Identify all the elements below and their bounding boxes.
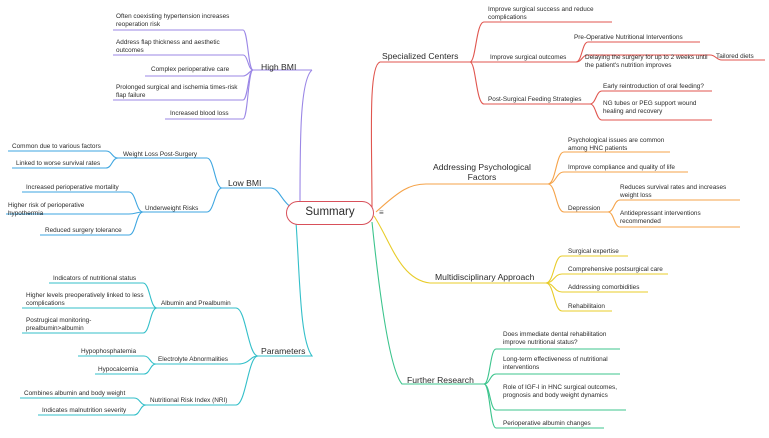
psych-branch [375,151,740,228]
notes-icon[interactable]: ≡ [379,208,384,217]
weight-loss-label[interactable]: Weight Loss Post-Surgery [123,151,198,158]
low-bmi-branch [6,150,293,236]
psych-item[interactable]: Improve compliance and quality of life [568,164,675,171]
psych-item[interactable]: Psychological issues are common among HN… [568,137,665,152]
feeding-item[interactable]: NG tubes or PEG support wound healing an… [603,100,697,115]
high-bmi-item[interactable]: Increased blood loss [170,110,229,117]
psych-title[interactable]: Addressing Psychological Factors [433,162,531,182]
outcomes-label[interactable]: Improve surgical outcomes [490,54,567,61]
research-item[interactable]: Long-term effectiveness of nutritional i… [503,356,608,371]
high-bmi-branch [113,29,313,207]
electrolyte-label[interactable]: Electrolyte Abnormalities [158,356,228,363]
research-item[interactable]: Does immediate dental rehabilitation imp… [503,331,607,346]
albumin-item[interactable]: Indicators of nutritional status [53,275,137,282]
parameters-title[interactable]: Parameters [261,346,306,356]
depression-label[interactable]: Depression [568,205,601,212]
multi-item[interactable]: Addressing comorbidities [568,284,640,291]
nri-item[interactable]: Combines albumin and body weight [24,390,126,397]
depression-item[interactable]: Antidepressant interventions recommended [620,210,701,225]
parameters-branch [20,221,314,416]
albumin-label[interactable]: Albumin and Prealbumin [161,300,231,307]
albumin-item[interactable]: Higher levels preoperatively linked to l… [26,292,144,307]
specialized-item[interactable]: Improve surgical success and reduce comp… [488,6,594,21]
research-item[interactable]: Role of IGF-I in HNC surgical outcomes, … [503,384,618,399]
multi-title[interactable]: Multidisciplinary Approach [435,272,535,282]
delay-item[interactable]: Delaying the surgery for up to 2 weeks u… [585,54,708,69]
depression-item[interactable]: Reduces survival rates and increases wei… [620,184,727,199]
weight-loss-item[interactable]: Common due to various factors [12,143,101,150]
feeding-label[interactable]: Post-Surgical Feeding Strategies [488,96,582,103]
nri-item[interactable]: Indicates malnutrition severity [42,407,127,414]
preop-item[interactable]: Pre-Operative Nutritional Interventions [574,34,683,41]
central-topic[interactable]: Summary [286,201,374,225]
high-bmi-item[interactable]: Complex perioperative care [151,66,230,73]
electrolyte-item[interactable]: Hypocalcemia [98,366,139,373]
underweight-item[interactable]: Reduced surgery tolerance [45,227,122,234]
research-branch [371,221,626,429]
nri-label[interactable]: Nutritional Risk Index (NRI) [150,397,228,404]
high-bmi-item[interactable]: Prolonged surgical and ischemia times-ri… [116,84,238,99]
multi-item[interactable]: Comprehensive postsurgical care [568,266,663,273]
multi-branch [373,215,668,312]
high-bmi-item[interactable]: Often coexisting hypertension increases … [116,13,230,28]
electrolyte-item[interactable]: Hypophosphatemia [81,348,137,355]
underweight-label[interactable]: Underweight Risks [145,205,199,212]
underweight-item[interactable]: Increased perioperative mortality [26,184,119,191]
research-title[interactable]: Further Research [407,375,474,385]
multi-item[interactable]: Rehabilitaion [568,303,605,310]
underweight-item[interactable]: Higher risk of perioperative hypothermia [8,202,85,217]
multi-item[interactable]: Surgical expertise [568,248,619,255]
diets-item[interactable]: Tailored diets [716,53,754,60]
albumin-item[interactable]: Postrugical monitoring-prealbumin>albumi… [26,317,92,332]
specialized-branch [370,21,765,209]
high-bmi-item[interactable]: Address flap thickness and aesthetic out… [116,39,220,54]
high-bmi-title[interactable]: High BMI [261,62,297,72]
low-bmi-title[interactable]: Low BMI [228,178,262,188]
weight-loss-item[interactable]: Linked to worse survival rates [16,160,101,167]
research-item[interactable]: Perioperative albumin changes [503,420,591,427]
specialized-title[interactable]: Specialized Centers [382,51,459,61]
feeding-item[interactable]: Early reintroduction of oral feeding? [603,83,704,90]
